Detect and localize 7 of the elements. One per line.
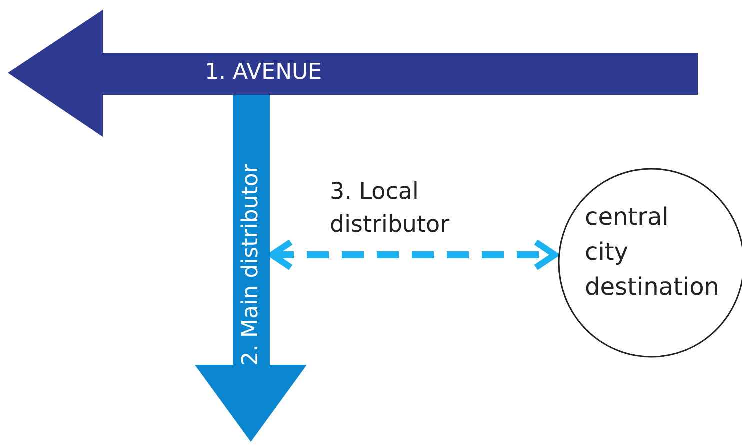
road-label: 1. AVENUE <box>205 59 322 87</box>
road-arrow <box>8 10 698 138</box>
destination-label: central city destination <box>585 202 720 303</box>
road-arrow <box>195 95 307 442</box>
double-arrow <box>268 239 558 271</box>
edge-label: 3. Local distributor <box>330 178 451 240</box>
road-label: 2. Main distributor <box>238 164 264 366</box>
